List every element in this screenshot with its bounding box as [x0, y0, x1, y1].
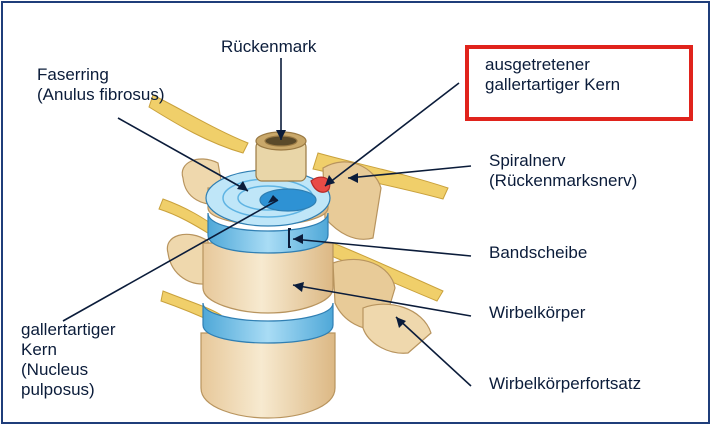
label-faserring: Faserring (Anulus fibrosus) — [37, 65, 165, 105]
label-rueckenmark: Rückenmark — [221, 37, 316, 57]
highlight-box — [465, 45, 693, 121]
label-wirbelkoerperfortsatz: Wirbelkörperfortsatz — [489, 374, 641, 394]
label-bandscheibe: Bandscheibe — [489, 243, 587, 263]
label-spiralnerv: Spiralnerv (Rückenmarksnerv) — [489, 151, 637, 191]
label-wirbelkoerper: Wirbelkörper — [489, 303, 585, 323]
label-gallertartiger-kern: gallertartiger Kern (Nucleus pulposus) — [21, 320, 116, 400]
